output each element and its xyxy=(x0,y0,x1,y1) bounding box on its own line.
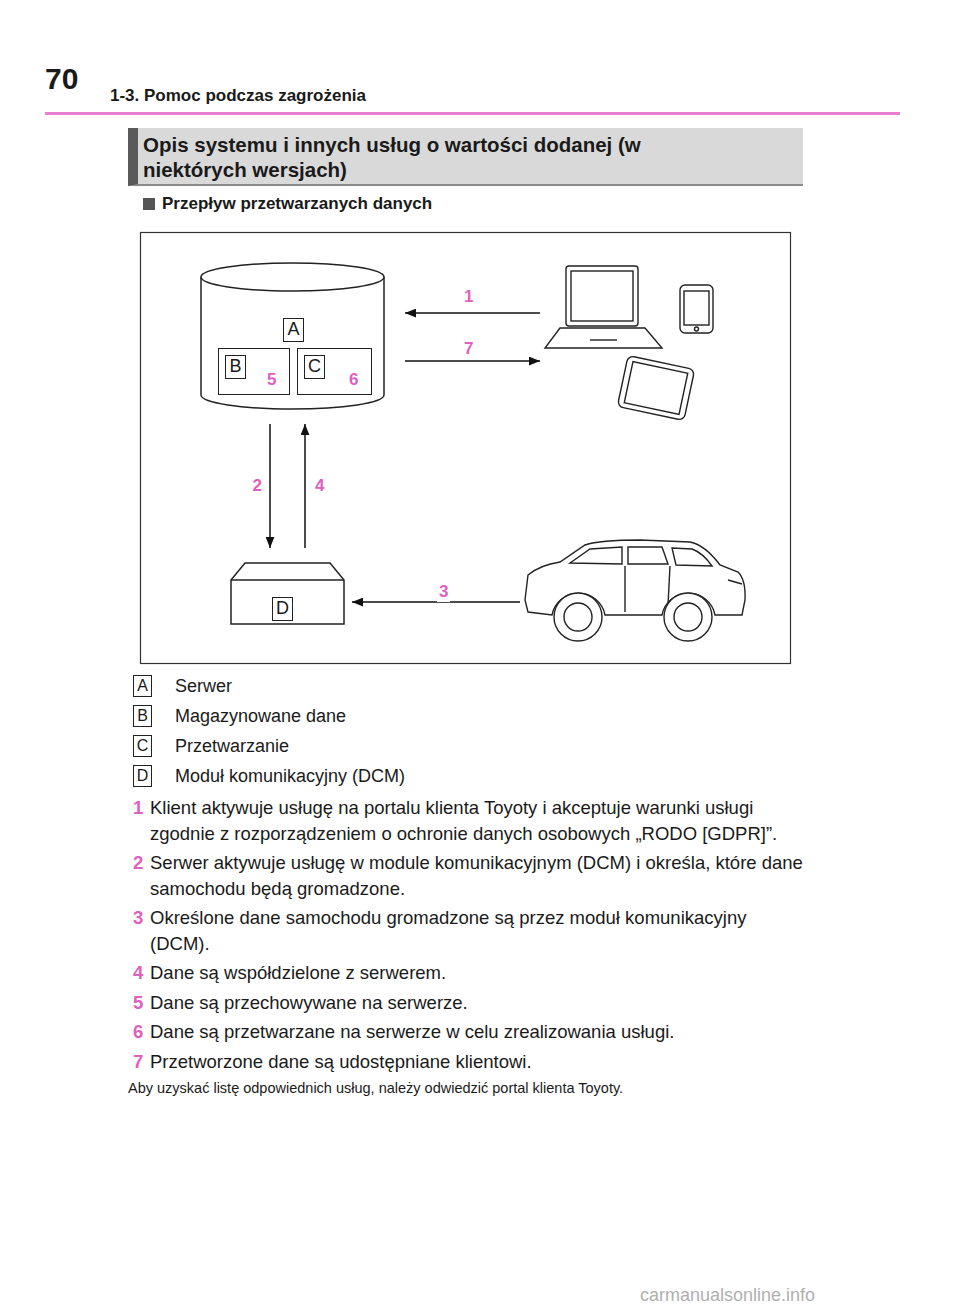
step-text: Przetworzone dane są udostępniane klient… xyxy=(150,1049,805,1075)
step-text: Dane są współdzielone z serwerem. xyxy=(150,960,805,986)
watermark: carmanualsonline.info xyxy=(640,1284,815,1306)
car-window xyxy=(570,547,622,564)
laptop-icon xyxy=(545,266,662,348)
letter-key: C xyxy=(133,735,152,757)
callout-number: 1 xyxy=(462,287,475,307)
tablet-screen xyxy=(624,362,688,415)
step-number: 5 xyxy=(133,990,150,1016)
step-list: 1Klient aktywuje usługę na portalu klien… xyxy=(133,795,805,1098)
flow-arrow xyxy=(405,360,540,362)
callout-number: 3 xyxy=(437,582,450,602)
step-item: 1Klient aktywuje usługę na portalu klien… xyxy=(133,795,805,846)
chapter-header: 1-3. Pomoc podczas zagrożenia xyxy=(110,86,366,106)
tablet-body xyxy=(617,355,694,420)
callout-number: 2 xyxy=(251,476,264,496)
callout-number: 6 xyxy=(347,370,360,390)
legend-text: Serwer xyxy=(175,675,232,697)
letter-key: D xyxy=(133,765,152,787)
section-heading: Opis systemu i innych usług o wartości d… xyxy=(143,132,673,182)
letter-key: C xyxy=(304,355,325,379)
car-wheel xyxy=(664,593,712,641)
phone-body xyxy=(680,285,713,333)
subheading: Przepływ przetwarzanych danych xyxy=(162,194,432,214)
step-item: 4Dane są współdzielone z serwerem. xyxy=(133,960,805,986)
car-rim xyxy=(674,603,702,631)
letter-key: A xyxy=(283,318,304,342)
server-cylinder: AB5C6 xyxy=(200,262,385,410)
legend-text: Magazynowane dane xyxy=(175,705,346,727)
phone-button xyxy=(695,327,699,331)
step-number: 4 xyxy=(133,960,150,986)
car-window xyxy=(628,547,668,564)
letter-key: A xyxy=(133,675,152,697)
step-item: 2Serwer aktywuje usługę w module komunik… xyxy=(133,850,805,901)
letter-key: D xyxy=(272,597,293,621)
header-rule xyxy=(45,112,900,115)
car-rim xyxy=(564,603,592,631)
legend-text: Przetwarzanie xyxy=(175,735,289,757)
car-wheel xyxy=(554,593,602,641)
laptop-lid xyxy=(566,266,638,326)
legend-text: Moduł komunikacyjny (DCM) xyxy=(175,765,405,787)
car-window xyxy=(672,548,712,566)
footnote: Aby uzyskać listę odpowiednich usług, na… xyxy=(128,1078,805,1098)
step-text: Dane są przetwarzane na serwerze w celu … xyxy=(150,1019,805,1045)
car-door-line xyxy=(668,566,670,605)
step-item: 5Dane są przechowywane na serwerze. xyxy=(133,990,805,1016)
processing-box: C6 xyxy=(297,348,372,395)
step-number: 3 xyxy=(133,905,150,956)
callout-number: 5 xyxy=(265,370,278,390)
phone-icon xyxy=(680,285,713,333)
car-illustration xyxy=(525,540,745,641)
page-number: 70 xyxy=(45,62,78,96)
laptop-base xyxy=(545,328,662,348)
data-flow-arrow xyxy=(304,424,306,548)
heading-band: Opis systemu i innych usług o wartości d… xyxy=(128,128,803,186)
step-text: Serwer aktywuje usługę w module komunika… xyxy=(150,850,805,901)
callout-number: 4 xyxy=(313,476,326,496)
step-number: 6 xyxy=(133,1019,150,1045)
flow-arrow xyxy=(405,312,540,314)
step-number: 1 xyxy=(133,795,150,846)
step-item: 7Przetworzone dane są udostępniane klien… xyxy=(133,1049,805,1075)
data-flow-arrow xyxy=(269,424,271,548)
laptop-touchpad xyxy=(590,339,617,340)
module-body xyxy=(231,563,344,624)
letter-key: B xyxy=(225,355,246,379)
step-item: 3Określone dane samochodu gromadzone są … xyxy=(133,905,805,956)
step-item: 6Dane są przetwarzane na serwerze w celu… xyxy=(133,1019,805,1045)
callout-number: 7 xyxy=(462,339,475,359)
cylinder-top xyxy=(201,263,384,291)
cylinder-body xyxy=(201,277,384,409)
laptop-screen xyxy=(571,271,633,321)
car-door-line xyxy=(624,566,625,612)
tablet-icon xyxy=(617,355,694,420)
step-text: Dane są przechowywane na serwerze. xyxy=(150,990,805,1016)
car-headlight xyxy=(728,580,742,584)
bullet-square xyxy=(143,198,155,210)
phone-screen xyxy=(684,291,709,325)
step-text: Określone dane samochodu gromadzone są p… xyxy=(150,905,805,956)
storage-box: B5 xyxy=(218,348,290,395)
step-text: Klient aktywuje usługę na portalu klient… xyxy=(150,795,805,846)
step-number: 2 xyxy=(133,850,150,901)
letter-key: B xyxy=(133,705,152,727)
dcm-module: D xyxy=(230,562,345,625)
diagram-frame xyxy=(141,233,791,664)
step-number: 7 xyxy=(133,1049,150,1075)
flow-arrow xyxy=(352,601,520,603)
module-edge xyxy=(231,579,344,581)
